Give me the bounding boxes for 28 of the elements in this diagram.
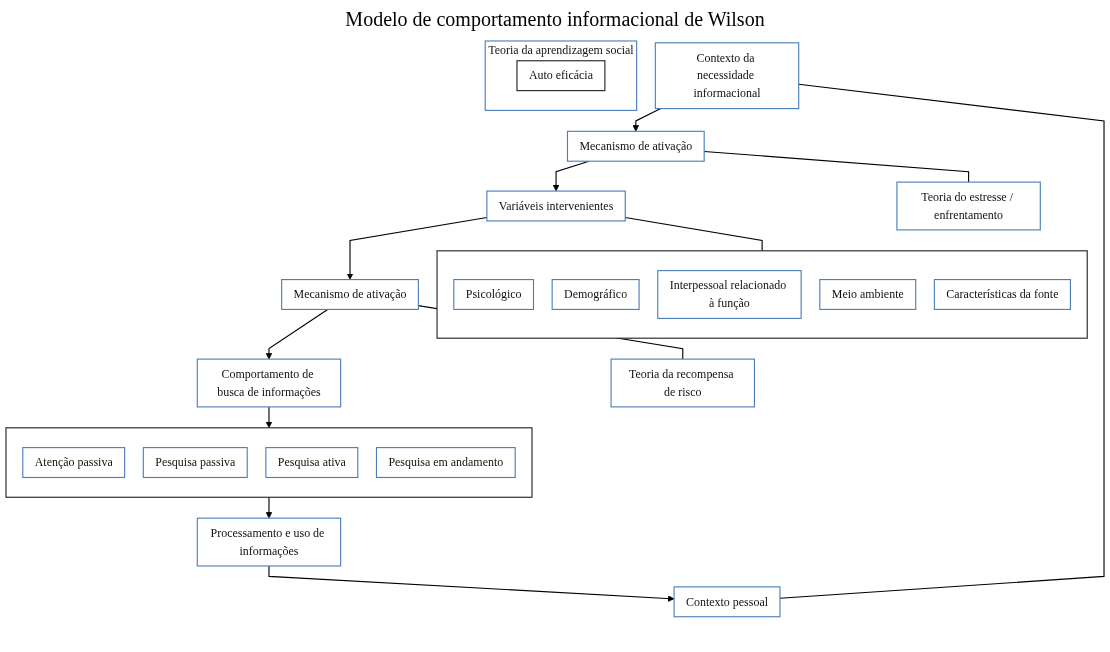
node-box: Comportamento de busca de informações [196, 358, 342, 408]
node-box: Processamento e uso de informações [196, 517, 342, 567]
node-box: Contexto pessoal [673, 586, 781, 618]
node-box: Pesquisa passiva [142, 447, 248, 479]
node-box: Psicológico [453, 279, 535, 310]
arrow [268, 565, 675, 602]
node-box: Pesquisa ativa [265, 447, 359, 479]
arrow [265, 308, 329, 360]
node-box: Pesquisa em andamento [375, 447, 516, 479]
diagram-title: Modelo de comportamento informacional de Wilson [344, 8, 766, 31]
arrow [632, 108, 662, 132]
node-box: Meio ambiente [819, 279, 917, 310]
cluster [5, 427, 533, 498]
cluster [436, 250, 1088, 339]
node-box: Interpessoal relacionado à função [657, 270, 802, 319]
arrow [265, 406, 273, 429]
node-box: Atenção passiva [22, 447, 126, 479]
node-box: Teoria da recompensa de risco [610, 358, 755, 408]
node-box: Teoria do estresse / enfrentamento [896, 181, 1041, 231]
node-box: Auto eficácia [516, 60, 606, 92]
connector [779, 83, 1105, 599]
arrow [265, 496, 273, 519]
node-box: Variáveis intervenientes [486, 190, 626, 222]
node-box: Demográfico [551, 279, 640, 310]
node-box: Características da fonte [933, 279, 1071, 310]
node-box: Contexto da necessidade informacional [654, 42, 800, 110]
node-box: Mecanismo de ativação [281, 279, 419, 310]
node-box: Mecanismo de ativação [566, 130, 705, 162]
